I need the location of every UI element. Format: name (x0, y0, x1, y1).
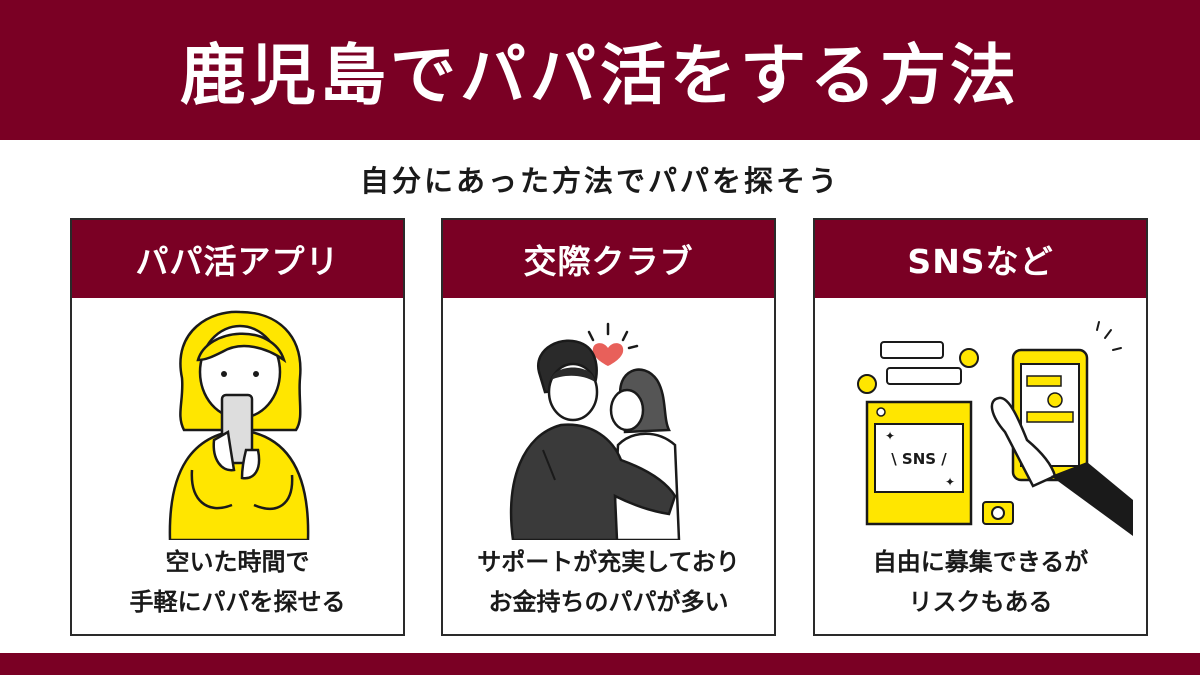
woman-with-phone-illustration (168, 310, 310, 540)
bottom-bar (0, 653, 1200, 675)
card-sns: SNSなど \ SNS / ✦ ✦ 自由に募集できるが (813, 218, 1148, 636)
sns-illustration: \ SNS / ✦ ✦ (857, 321, 1133, 536)
card-sns-description: 自由に募集できるが リスクもある (872, 548, 1089, 616)
card-app-description: 空いた時間で 手軽にパパを探せる (129, 548, 346, 616)
svg-text:✦: ✦ (885, 429, 895, 443)
avatar-icon (857, 374, 877, 394)
sns-post-label: \ SNS / (891, 450, 947, 468)
heart-icon (592, 343, 624, 366)
card-club-description: サポートが充実しており お金持ちのパパが多い (477, 548, 740, 616)
subtitle: 自分にあった方法でパパを探そう (359, 164, 840, 198)
svg-text:✦: ✦ (945, 475, 955, 489)
card-app-header: パパ活アプリ (72, 220, 403, 298)
card-sns-header: SNSなど (815, 220, 1146, 298)
card-sns-title: SNSなど (907, 242, 1054, 281)
card-app: パパ活アプリ 空いた時間で 手軽にパパを探せる (70, 218, 405, 636)
page-title: 鹿児島でパパ活をする方法 (180, 37, 1020, 114)
card-club: 交際クラブ サポートが充実しており お金持ちのパパが多い (441, 218, 776, 636)
card-club-title: 交際クラブ (523, 242, 694, 281)
couple-embrace-illustration (509, 322, 681, 540)
top-banner: 鹿児島でパパ活をする方法 (0, 0, 1200, 140)
avatar-icon (959, 348, 979, 368)
card-club-header: 交際クラブ (443, 220, 774, 298)
card-app-title: パパ活アプリ (135, 242, 340, 281)
